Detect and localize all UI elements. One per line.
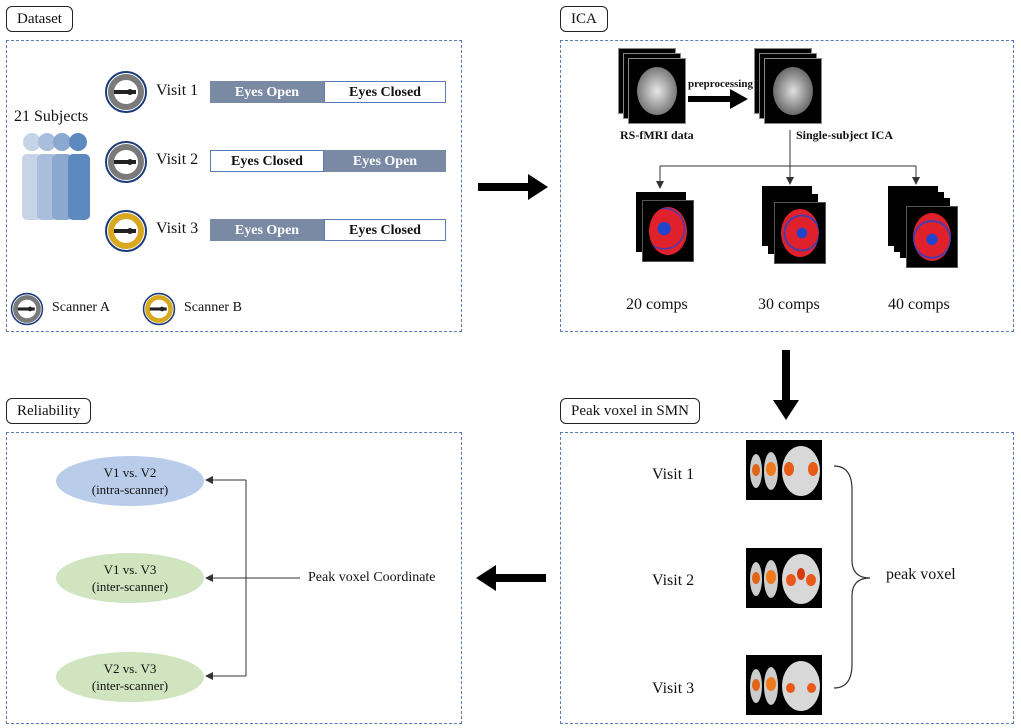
peak-panel: [560, 432, 1014, 724]
peak-voxel-label: peak voxel: [886, 566, 956, 583]
visit-label: Visit 1: [156, 82, 199, 99]
visit-label: Visit 2: [156, 151, 199, 168]
arrow-ica-to-peak: [773, 350, 799, 420]
arrow-preprocessing: [688, 89, 748, 109]
peak-visit-label: Visit 2: [652, 572, 695, 589]
single-subject-label: Single-subject ICA: [796, 128, 894, 142]
pair-title: V1 vs. V2: [103, 465, 157, 480]
dataset-title: Dataset: [6, 6, 73, 32]
components-stack-40: [888, 186, 962, 272]
reliability-panel: [6, 432, 462, 724]
smn-map: [746, 548, 822, 608]
preprocessing-label: preprocessing: [688, 78, 753, 90]
peak-visit-label: Visit 3: [652, 680, 695, 697]
rs-fmri-label: RS-fMRI data: [620, 128, 694, 142]
reliability-connector: [205, 476, 300, 680]
pair-v1-v2: V1 vs. V2 (intra-scanner): [56, 456, 204, 506]
components-stack-30: [762, 186, 828, 266]
reliability-title: Reliability: [6, 398, 92, 424]
ica-panel: [560, 40, 1014, 332]
condition-eyes-open: Eyes Open: [324, 150, 446, 172]
condition-eyes-closed: Eyes Closed: [324, 81, 446, 103]
condition-eyes-closed: Eyes Closed: [324, 219, 446, 241]
preprocessed-stack: [754, 48, 824, 126]
subjects-people-icon: [22, 133, 90, 220]
smn-map: [746, 655, 822, 715]
scanner-icon: [105, 210, 147, 252]
pair-title: V1 vs. V3: [103, 562, 157, 577]
pair-v1-v3: V1 vs. V3 (inter-scanner): [56, 553, 204, 603]
rs-fmri-stack: [618, 48, 688, 126]
scanner-icon: [105, 71, 147, 113]
scanner-a-icon: [10, 292, 44, 326]
peak-bracket: [833, 465, 871, 689]
comps-label: 40 comps: [888, 296, 950, 313]
components-stack-20: [636, 192, 696, 264]
pair-title: V2 vs. V3: [103, 661, 157, 676]
scanner-b-icon: [142, 292, 176, 326]
arrow-dataset-to-ica: [478, 174, 548, 200]
pair-subtitle: (inter-scanner): [91, 579, 169, 594]
condition-eyes-closed: Eyes Closed: [210, 150, 324, 172]
visit-label: Visit 3: [156, 220, 199, 237]
pair-subtitle: (intra-scanner): [91, 482, 169, 497]
ica-tree: [656, 130, 920, 189]
peak-visit-label: Visit 1: [652, 466, 695, 483]
condition-eyes-open: Eyes Open: [210, 219, 324, 241]
subjects-label: 21 Subjects: [14, 108, 89, 125]
scanner-b-label: Scanner B: [184, 300, 242, 315]
scanner-a-label: Scanner A: [52, 300, 110, 315]
peak-title: Peak voxel in SMN: [560, 398, 700, 424]
ica-title: ICA: [560, 6, 608, 32]
scanner-icon: [105, 141, 147, 183]
comps-label: 30 comps: [758, 296, 820, 313]
comps-label: 20 comps: [626, 296, 688, 313]
dataset-panel: [6, 40, 462, 332]
smn-map: [746, 440, 822, 500]
pair-subtitle: (inter-scanner): [91, 678, 169, 693]
pair-v2-v3: V2 vs. V3 (inter-scanner): [56, 652, 204, 702]
arrow-peak-to-reliability: [476, 565, 546, 591]
condition-eyes-open: Eyes Open: [210, 81, 324, 103]
coordinate-label: Peak voxel Coordinate: [308, 570, 436, 585]
